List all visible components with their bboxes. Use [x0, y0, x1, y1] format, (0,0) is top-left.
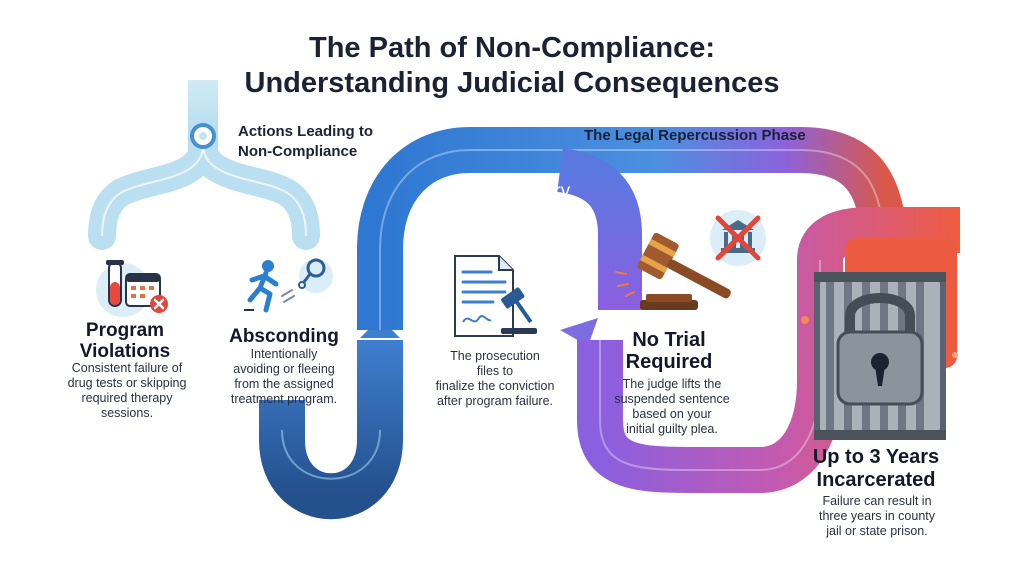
step-motion-heading: Motion for Entry of Judgment	[436, 181, 571, 226]
step-absconding-desc: Intentionally avoiding or fleeing from t…	[230, 347, 338, 406]
title-line-1: The Path of Non-Compliance:	[309, 32, 715, 64]
title-line-2: Understanding Judicial Consequences	[244, 67, 780, 99]
step-violations-heading: Program Violations	[79, 320, 171, 362]
step-violations-desc: Consistent failure of drug tests or skip…	[67, 361, 187, 420]
jail-padlock-icon	[814, 272, 946, 440]
step-incarcerated-heading: Up to 3 Years Incarcerated	[812, 446, 940, 491]
page-title: The Path of Non-Compliance: Understandin…	[162, 31, 862, 101]
step-no-trial-desc: The judge lifts the suspended sentence b…	[614, 377, 730, 436]
section-actions-label: Actions Leading to Non-Compliance	[238, 123, 373, 160]
step-incarcerated-desc: Failure can result in three years in cou…	[818, 494, 936, 538]
handcuffs-icon	[298, 258, 326, 289]
step-absconding-heading: Absconding	[229, 326, 339, 347]
courthouse-crossed-icon	[710, 210, 766, 266]
calendar-x-icon	[125, 273, 168, 313]
step-motion-desc: The prosecution files to finalize the co…	[435, 349, 555, 408]
split-pipe	[88, 80, 320, 250]
step-no-trial-heading: No Trial Required	[625, 329, 713, 373]
section-legal-label: The Legal Repercussion Phase	[584, 127, 806, 144]
gavel-icon	[615, 232, 731, 310]
document-gavel-icon	[454, 255, 537, 337]
